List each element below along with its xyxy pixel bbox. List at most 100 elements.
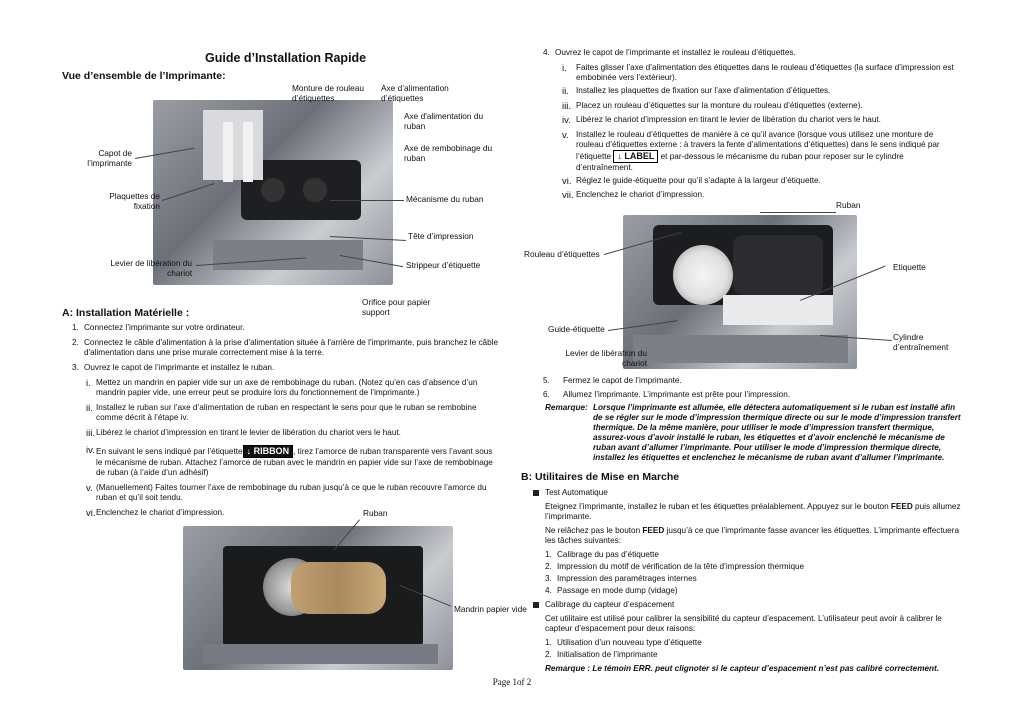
list-item: iii. Libérez le chariot d’impression en …: [86, 428, 498, 440]
square-bullet-icon: [533, 601, 539, 608]
substep-text-pre: En suivant le sens indiqué par l’étiquet…: [96, 446, 243, 456]
calib-list: 1.Utilisation d’un nouveau type d’étique…: [545, 638, 963, 660]
list-text: Impression du motif de vérification de l…: [557, 562, 805, 571]
substep-text-post: , tirez l’amorce de ruban transparente v…: [96, 446, 493, 477]
test-paragraph-1: Eteignez l’imprimante, installez le ruba…: [545, 502, 963, 522]
label-axe-rembobinage: Axe de rembobinage du ruban: [404, 143, 493, 163]
step-text: Connectez l’imprimante sur votre ordinat…: [84, 323, 245, 332]
substep-number: i.: [562, 63, 567, 74]
list-item: 1. Connectez l’imprimante sur votre ordi…: [72, 323, 504, 333]
label-capot: Capot de l’imprimante: [87, 148, 132, 168]
list-number: 2.: [545, 562, 552, 571]
label-axe-alim-ruban: Axe d'alimentation du ruban: [404, 111, 484, 131]
install-steps: 1. Connectez l’imprimante sur votre ordi…: [72, 323, 504, 378]
text-run: Ne relâchez pas le bouton: [545, 526, 643, 535]
list-item: 2. Impression du motif de vérification de…: [545, 562, 963, 572]
test-paragraph-2: Ne relâchez pas le bouton FEED jusqu’à c…: [545, 526, 963, 546]
substep-number: vi.: [562, 175, 572, 187]
list-item: iii. Placez un rouleau d’étiquettes sur …: [562, 101, 962, 113]
list-text: Calibrage du pas d’étiquette: [557, 550, 659, 559]
substep-number: i.: [86, 378, 91, 389]
label-levier-right: Levier de libération du chariot: [565, 348, 647, 368]
step-number: 4.: [543, 48, 550, 57]
section-a-letter: A:: [62, 307, 74, 319]
substep-text: Placez un rouleau d’étiquettes sur la mo…: [576, 100, 863, 110]
label-mandrin: Mandrin papier vide: [454, 604, 527, 614]
step-text: Fermez le capot de l’imprimante.: [563, 376, 682, 385]
list-item: 6. Allumez l’imprimante. L’imprimante es…: [543, 390, 963, 400]
list-text: Utilisation d’un nouveau type d’étiquett…: [557, 638, 702, 647]
section-b-letter: B:: [521, 471, 533, 483]
section-b-title: Utilitaires de Mise en Marche: [535, 471, 680, 483]
text-run: puis allumez l’imprimante.: [545, 502, 961, 521]
substep-text: Enclenchez le chariot d’impression.: [576, 190, 705, 200]
label-label-badge: ↓ LABEL: [613, 149, 659, 163]
label-ruban-right: Ruban: [836, 200, 861, 210]
substep-number: iv.: [562, 115, 571, 127]
list-text: Initialisation de l’imprimante: [557, 650, 658, 659]
printer-overview-image: [153, 100, 393, 285]
section-a-title: Installation Matérielle :: [76, 307, 190, 319]
label-orifice: Orifice pour papier support: [362, 297, 431, 317]
list-number: 2.: [545, 650, 552, 659]
substep-text: (Manuellement) Faites tourner l’axe de r…: [96, 482, 487, 502]
substep-text: Faites glisser l’axe d’alimentation des …: [576, 63, 954, 82]
leader-line: [330, 200, 404, 201]
ribbon-photo: [183, 526, 453, 670]
list-item: i. Faites glisser l’axe d’alimentation d…: [562, 63, 962, 83]
substep-text: Libérez le chariot d’impression en tiran…: [576, 115, 881, 125]
text-run: jusqu’à ce que l’imprimante fasse avance…: [545, 526, 960, 545]
ribbon-substeps: i. Mettez un mandrin en papier vide sur …: [86, 378, 498, 519]
step-text: Ouvrez le capot de l’imprimante et insta…: [84, 363, 275, 372]
label-cylindre: Cylindre d’entraînement: [893, 332, 949, 352]
substep-number: iii.: [562, 100, 571, 112]
step-text: Connectez le câble d'alimentation à la p…: [84, 338, 499, 357]
list-item: ii. Installez les plaquettes de fixation…: [562, 86, 962, 98]
substep-text: Installez le rouleau d’étiquettes de man…: [576, 130, 962, 173]
list-item: 2. Connectez le câble d'alimentation à l…: [72, 338, 504, 358]
remarque-label: Remarque:: [545, 403, 588, 412]
substep-number: vi.: [86, 507, 96, 519]
substep-number: vii.: [562, 190, 574, 202]
list-item: 2. Initialisation de l’imprimante: [545, 650, 963, 660]
step-number: 2.: [72, 338, 79, 347]
remarque-2: Remarque : Le témoin ERR. peut clignoter…: [545, 664, 940, 673]
substep-number: iii.: [86, 428, 95, 439]
label-tete: Tête d’impression: [408, 231, 474, 241]
substep-text: Libérez le chariot d’impression en tiran…: [96, 428, 401, 437]
list-item: iv. En suivant le sens indiqué par l’éti…: [86, 444, 498, 478]
substep-number: ii.: [86, 403, 93, 414]
steps-5-6: 5. Fermez le capot de l’imprimante. 6. A…: [543, 376, 963, 400]
test-auto-heading: Test Automatique: [533, 488, 963, 498]
substep-number: v.: [86, 482, 93, 494]
leader-line: [760, 212, 836, 213]
section-b-heading: B: Utilitaires de Mise en Marche: [521, 471, 679, 484]
label-strippeur: Strippeur d’étiquette: [406, 260, 481, 270]
page-number: Page 1of 2: [492, 677, 532, 687]
remarque-text: Lorsque l’imprimante est allumée, elle d…: [593, 403, 961, 462]
feed-keyword: FEED: [642, 526, 665, 535]
label-plaquettes: Plaquettes de fixation: [109, 191, 160, 211]
substep-text: Installez les plaquettes de fixation sur…: [576, 86, 831, 95]
substep-number: iv.: [86, 444, 95, 456]
list-item: 1. Calibrage du pas d’étiquette: [545, 550, 963, 560]
list-item: vi. Réglez le guide-étiquette pour qu’il…: [562, 176, 962, 188]
substep-text-pre: Installez le rouleau d’étiquettes de man…: [576, 129, 940, 161]
test-list: 1. Calibrage du pas d’étiquette 2. Impress…: [545, 550, 963, 596]
label-guide: Guide-étiquette: [548, 324, 605, 334]
label-monture: Monture de rouleau d’étiquettes: [292, 83, 364, 103]
list-number: 1.: [545, 550, 552, 559]
calib-label: Calibrage du capteur d’espacement: [545, 600, 675, 609]
label-levier: Levier de libération du chariot: [110, 258, 192, 278]
list-item: iv. Libérez le chariot d’impression en t…: [562, 115, 962, 127]
substep-text-post: et par-dessous le mécanisme du ruban pou…: [576, 151, 904, 172]
step-4: 4. Ouvrez le capot de l’imprimante et in…: [543, 48, 963, 58]
substep-number: v.: [562, 129, 569, 141]
list-text: Passage en mode dump (vidage): [557, 586, 678, 595]
list-item: vi. Enclenchez le chariot d’impression.: [86, 508, 498, 520]
substep-text: Réglez le guide-étiquette pour qu’il s’a…: [576, 175, 821, 185]
list-item: v. (Manuellement) Faites tourner l’axe d…: [86, 483, 498, 503]
list-item: 3.Impression des paramétrages internes: [545, 574, 963, 584]
substep-number: ii.: [562, 86, 569, 97]
label-rouleau: Rouleau d’étiquettes: [524, 249, 600, 259]
